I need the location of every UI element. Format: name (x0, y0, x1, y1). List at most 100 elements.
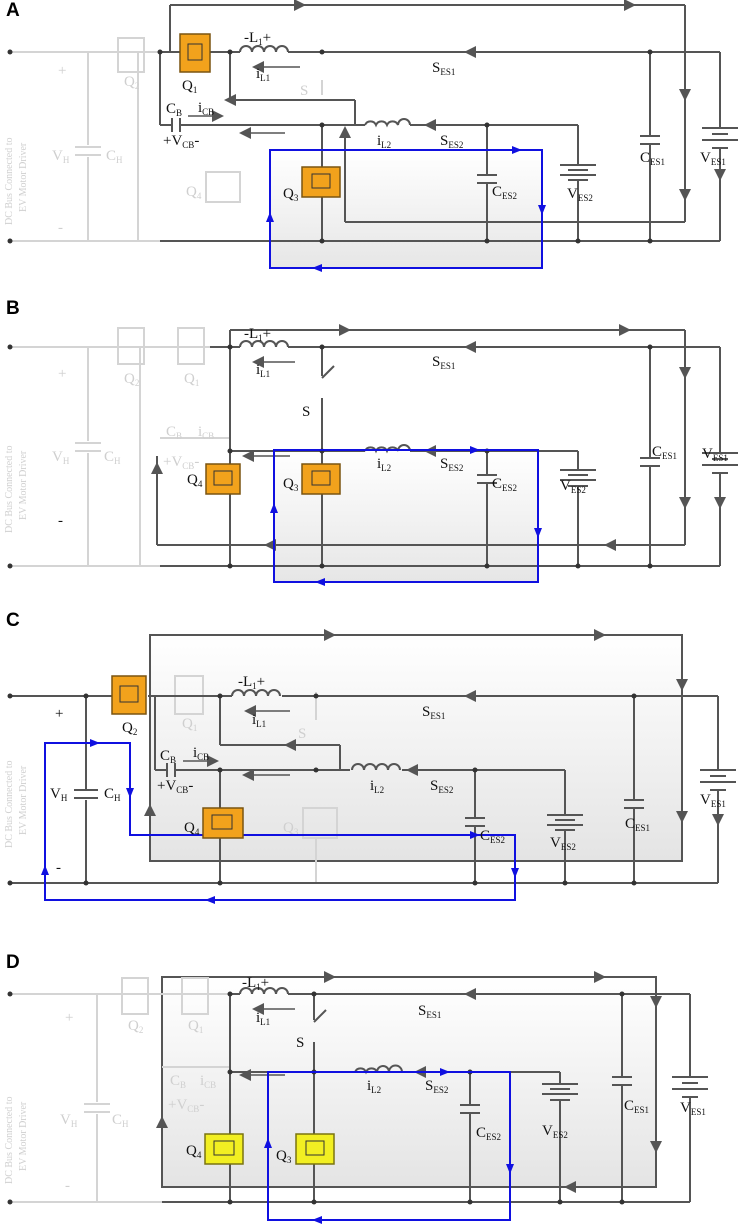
vcb-label: +VCB- (163, 454, 199, 471)
q1-label: Q1 (182, 716, 197, 733)
current-arrows (144, 629, 724, 826)
switch-q2 (111, 675, 147, 715)
side-text: EV Motor Driver (18, 765, 29, 835)
energy-storage-elements (460, 1076, 708, 1114)
l1-label: -L1+ (244, 326, 271, 343)
inactive-dc-bus (10, 327, 230, 567)
plus-label: + (58, 63, 66, 79)
ves1-label: VES1 (680, 1100, 706, 1117)
icb-label: iCB (198, 424, 214, 441)
ves1-label: VES1 (702, 446, 728, 463)
inductor-l1 (231, 689, 281, 697)
minus-label: - (58, 513, 63, 529)
q4-label: Q4 (186, 184, 202, 201)
switch-q3 (301, 166, 341, 198)
side-text: DC Bus Connected to (4, 446, 15, 534)
side-text: DC Bus Connected to (4, 1097, 15, 1185)
ces1-label: CES1 (624, 1098, 649, 1115)
switch-s-label: S (296, 1035, 304, 1051)
plus-label: + (65, 1010, 73, 1026)
switch-q4 (205, 463, 241, 495)
switch-q1 (179, 33, 211, 73)
minus-label: - (56, 860, 61, 876)
vcb-label: +VCB- (157, 778, 193, 795)
ces2-label: CES2 (492, 476, 517, 493)
inductor-l2 (364, 118, 411, 128)
ves2-label: VES2 (567, 186, 593, 203)
junction-dots (7, 49, 653, 244)
q1-label: Q1 (184, 371, 199, 388)
ch-label: CH (106, 148, 123, 165)
ses2-label: SES2 (440, 133, 463, 150)
switch-q3 (295, 1133, 335, 1165)
side-text: DC Bus Connected to (4, 138, 15, 226)
inactive-dc-bus (10, 977, 230, 1203)
energy-storage-elements (171, 118, 738, 184)
active-current-loop (44, 742, 516, 901)
circuit-diagram-c: DC Bus Connected to EV Motor Driver Q1 S… (4, 629, 736, 904)
switch-q3 (301, 463, 341, 495)
cb-label: CB (166, 101, 182, 118)
ces1-label: CES1 (640, 150, 665, 167)
icb-label: iCB (200, 1073, 216, 1090)
ces2-label: CES2 (476, 1125, 501, 1142)
panel-label-c: C (6, 610, 20, 631)
q3-label: Q3 (283, 476, 299, 493)
ves1-label: VES1 (700, 792, 726, 809)
q3-label: Q3 (283, 186, 299, 203)
ces1-label: CES1 (652, 444, 677, 461)
switch-q4 (204, 1133, 244, 1165)
ves2-label: VES2 (560, 478, 586, 495)
shaded-region (161, 976, 657, 1188)
loop-arrows (264, 1068, 514, 1224)
plus-label: + (58, 366, 66, 382)
q3-label: Q3 (276, 1148, 292, 1165)
minus-label: - (58, 220, 63, 236)
ch-label: CH (112, 1112, 129, 1129)
ves1-label: VES1 (700, 150, 726, 167)
inactive-dc-bus (10, 37, 323, 242)
vh-label: VH (50, 786, 68, 803)
inductor-l2 (351, 763, 401, 771)
active-current-loop (269, 149, 543, 269)
switch-s-label: S (298, 726, 306, 742)
active-current-loop (267, 1071, 511, 1221)
il1-label: iL1 (256, 362, 270, 379)
ces2-label: CES2 (480, 828, 505, 845)
active-current-loop (273, 449, 539, 583)
ves2-label: VES2 (550, 835, 576, 852)
il2-label: iL2 (370, 778, 384, 795)
vh-label: VH (52, 449, 70, 466)
side-text: EV Motor Driver (18, 142, 29, 212)
q1-label: Q1 (188, 1018, 203, 1035)
junction-dots (7, 693, 637, 886)
il1-label: iL1 (256, 1010, 270, 1027)
inductor-l1 (239, 340, 289, 348)
ses1-label: SES1 (432, 60, 455, 77)
il2-label: iL2 (377, 133, 391, 150)
minus-label: - (65, 1178, 70, 1194)
ses1-label: SES1 (432, 354, 455, 371)
side-text: EV Motor Driver (18, 1101, 29, 1171)
ch-label: CH (104, 786, 121, 803)
il2-label: iL2 (367, 1078, 381, 1095)
switch-s-label: S (302, 404, 310, 420)
vcb-label: +VCB- (168, 1097, 204, 1114)
vh-label: VH (52, 148, 70, 165)
l1-label: -L1+ (238, 674, 265, 691)
l1-label: -L1+ (244, 30, 271, 47)
icb-label: iCB (198, 100, 214, 117)
panel-label-b: B (6, 298, 20, 319)
q2-label: Q2 (124, 371, 139, 388)
il2-label: iL2 (377, 456, 391, 473)
q4-label: Q4 (186, 1143, 202, 1160)
loop-arrows (266, 146, 546, 272)
ses2-label: SES2 (430, 778, 453, 795)
inductor-l2 (354, 1064, 403, 1075)
ses2-label: SES2 (440, 456, 463, 473)
vcb-label: +VCB- (163, 133, 199, 150)
ch-label: CH (104, 449, 121, 466)
circuit-diagram-b: DC Bus Connected to EV Motor Driver + - … (4, 324, 738, 586)
q2-label: Q2 (128, 1018, 143, 1035)
l1-label: -L1+ (242, 975, 269, 992)
